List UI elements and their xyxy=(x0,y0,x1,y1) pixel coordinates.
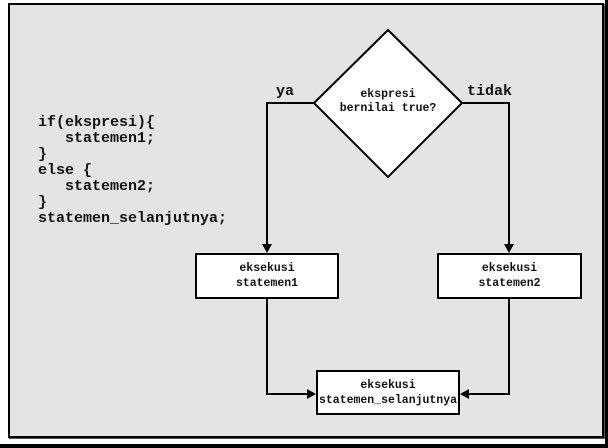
connector-yes xyxy=(266,102,314,246)
connector-false-exit xyxy=(468,299,510,395)
process-box-statemen1: eksekusi statemen1 xyxy=(195,253,339,299)
process-box-statemen-selanjutnya-label: eksekusi statemen_selanjutnya xyxy=(318,378,458,407)
process-box-statemen1-label: eksekusi statemen1 xyxy=(235,262,299,290)
figure-frame xyxy=(8,3,604,438)
branch-label-no: tidak xyxy=(467,83,513,100)
process-box-statemen-selanjutnya: eksekusi statemen_selanjutnya xyxy=(316,370,460,415)
process-box-statemen2: eksekusi statemen2 xyxy=(437,253,582,299)
process-box-statemen2-label: eksekusi statemen2 xyxy=(478,262,541,290)
connector-true-exit xyxy=(266,299,308,395)
decision-label: ekspresi bernilai true? xyxy=(339,88,437,115)
connector-no xyxy=(462,102,510,246)
page-border-bottom xyxy=(0,444,608,448)
branch-label-yes: ya xyxy=(276,83,295,100)
arrowhead-right xyxy=(307,389,316,399)
arrowhead-left xyxy=(460,389,469,399)
code-block: if(ekspresi){ statemen1; } else { statem… xyxy=(38,114,228,227)
decision-diamond xyxy=(312,28,464,179)
arrowhead-down-yes xyxy=(262,244,272,253)
arrowhead-down-no xyxy=(504,244,514,253)
page-border-right xyxy=(605,0,608,448)
